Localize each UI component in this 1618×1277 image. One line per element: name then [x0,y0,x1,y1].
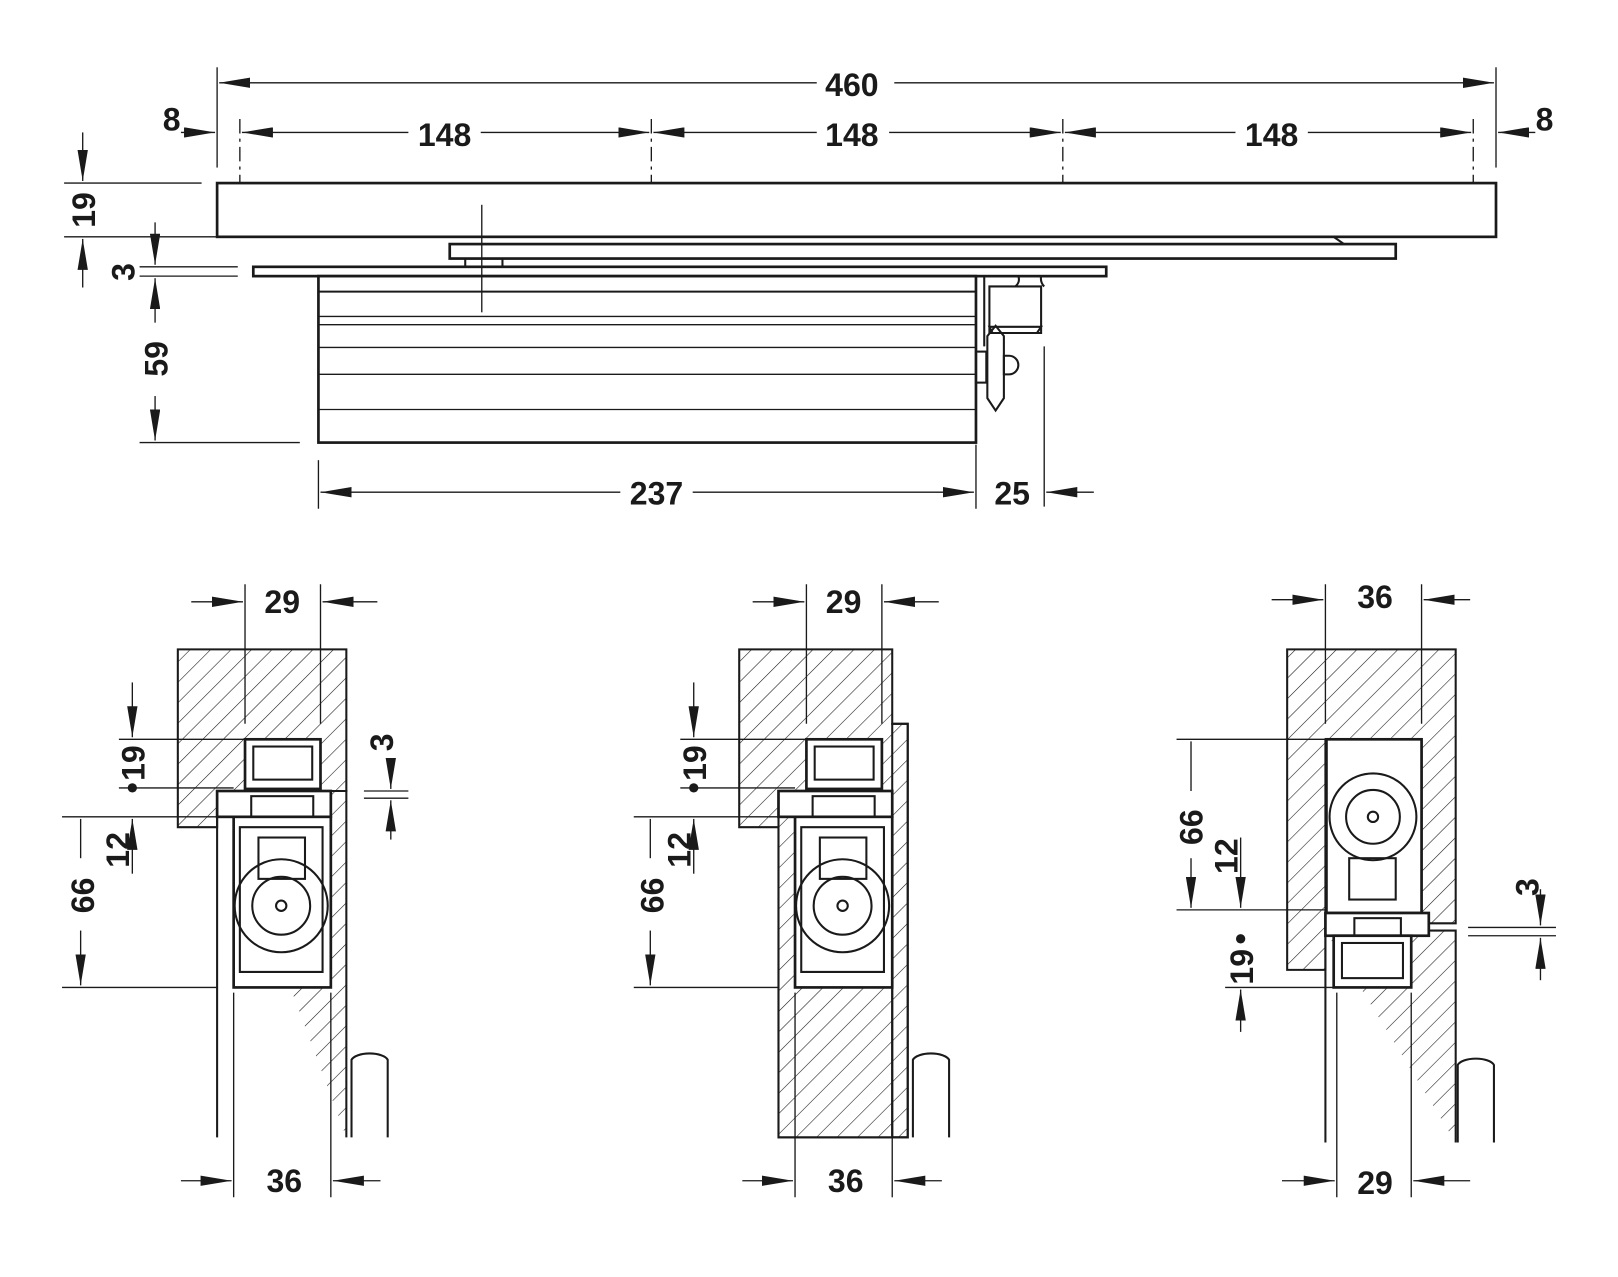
dimension-overall-length: 460 [219,67,1494,103]
dim-label: 29 [264,584,300,620]
dim-label: 3 [105,263,141,281]
rail [215,181,1498,239]
dim-label: 148 [825,117,878,153]
dimension-segments: 148 148 148 [241,117,1472,153]
dim-label: 29 [826,584,862,620]
dim-label: 12 [1209,838,1245,874]
dim-label: 460 [825,67,878,103]
dimension-offsets: 8 8 [163,101,1554,138]
dim-label: 36 [828,1163,864,1199]
dim-label: 3 [1509,878,1545,896]
dim-label: 3 [364,733,400,751]
hinge-pin [1456,1057,1495,1143]
pinion [1328,772,1418,862]
section-view-1: 29 36 19 12 66 3 [62,584,409,1199]
dim-label: 12 [662,832,698,868]
dim-label: 8 [163,101,181,137]
dim-label: 36 [1357,579,1393,615]
closer-body [232,815,333,989]
base-plate [251,265,1108,278]
hinge-pin [911,1052,951,1138]
dim-label: 19 [116,745,152,781]
closer-body [793,815,894,989]
top-view: 460 148 148 148 8 8 [64,67,1554,512]
hinge-pin [350,1052,389,1138]
dim-label: 12 [100,832,136,868]
dim-label: 59 [138,341,174,377]
dim-label: 8 [1536,101,1554,137]
dim-label: 66 [1173,809,1209,845]
dimension-body-length: 237 25 [317,444,1094,512]
end-cap [974,275,1045,507]
section-view-3: 36 29 66 12 19 3 [1173,579,1556,1201]
dim-label: 66 [65,878,101,914]
dim-label: 148 [418,117,471,153]
closer-body [1325,737,1423,915]
closer-body [317,274,978,444]
dim-label: 29 [1357,1165,1393,1201]
pinion [795,858,891,954]
dimension-heights: 19 3 59 [64,132,300,444]
dim-label: 19 [677,745,713,781]
pinion [233,858,329,954]
dim-label: 19 [1224,949,1260,985]
dim-label: 66 [635,878,671,914]
section-view-2: 29 36 19 12 66 [633,584,951,1199]
dim-label: 148 [1245,117,1298,153]
dim-label: 36 [266,1163,302,1199]
dim-label: 237 [630,476,683,512]
dim-label: 25 [994,476,1030,512]
dim-label: 19 [66,192,102,228]
mounting-plate [448,242,1398,260]
